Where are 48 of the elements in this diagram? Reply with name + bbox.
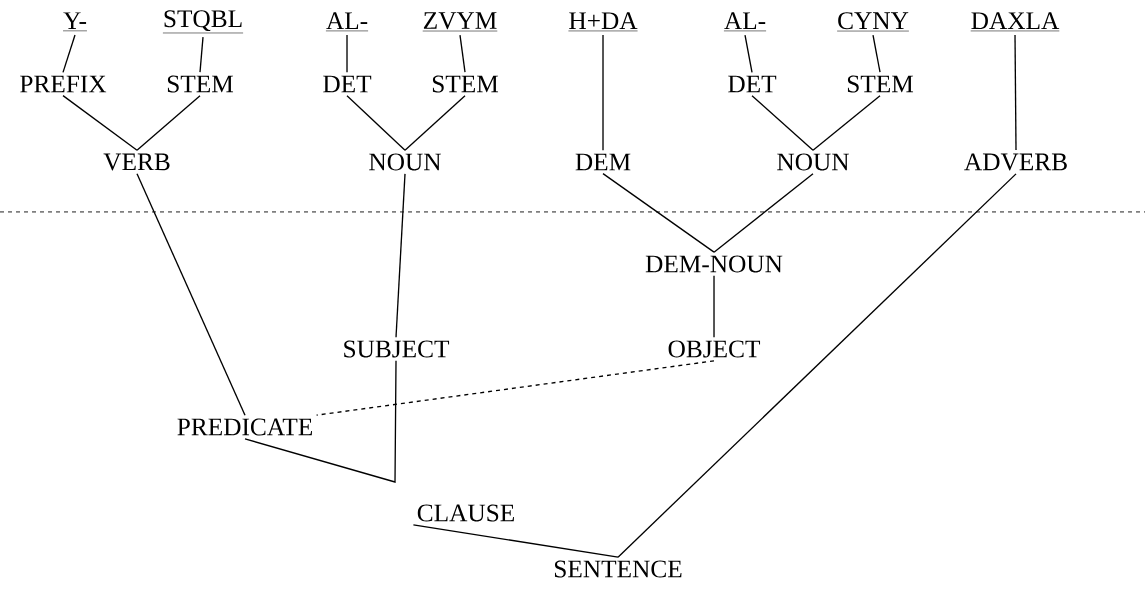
tree-branch (412, 524, 619, 558)
category-label: NOUN (777, 153, 849, 171)
word-label: STQBL (162, 10, 244, 34)
tree-branch (459, 34, 466, 73)
tree-branch (136, 173, 246, 416)
word-label: AL- (325, 12, 369, 32)
tree-branch (346, 95, 406, 151)
category-label: NOUN (369, 153, 441, 171)
tree-branch (62, 94, 138, 151)
word-label: ZVYM (422, 12, 498, 32)
tree-branch (136, 95, 201, 151)
category-label: PREDICATE (177, 418, 312, 436)
tree-branch (602, 34, 604, 151)
word-label: CYNY (836, 12, 910, 32)
category-label: DET (728, 75, 777, 93)
word-label: Y- (62, 12, 88, 32)
category-label: STEM (847, 75, 914, 93)
tree-branch (751, 95, 814, 151)
tree-branch (404, 95, 466, 151)
word-label: H+DA (568, 12, 638, 32)
tree-branch (244, 360, 397, 483)
tree-branch (812, 95, 881, 151)
tree-branch (346, 34, 348, 73)
word-label: DAXLA (970, 12, 1060, 32)
category-label: DEM (575, 153, 631, 171)
tree-branch (617, 173, 1017, 558)
dashed-link (315, 360, 715, 416)
category-label: OBJECT (668, 340, 761, 358)
tree-branch (872, 34, 881, 73)
tree-branch (1014, 34, 1017, 151)
tree-branch (199, 36, 204, 73)
category-label: VERB (103, 153, 170, 171)
tree-branch (713, 275, 715, 338)
word-label: AL- (723, 12, 767, 32)
tree-branch (713, 173, 814, 253)
category-label: STEM (167, 75, 234, 93)
category-label: PREFIX (20, 75, 107, 93)
category-label: DET (323, 75, 372, 93)
tree-branch (602, 173, 715, 253)
category-label: ADVERB (964, 153, 1067, 171)
category-label: STEM (432, 75, 499, 93)
category-label: SUBJECT (344, 340, 450, 358)
category-label: SENTENCE (554, 560, 682, 578)
tree-branch (744, 34, 753, 73)
tree-branch (62, 34, 76, 74)
tree-branch (395, 173, 406, 338)
category-label: CLAUSE (417, 504, 514, 522)
category-label: DEM-NOUN (645, 255, 783, 273)
